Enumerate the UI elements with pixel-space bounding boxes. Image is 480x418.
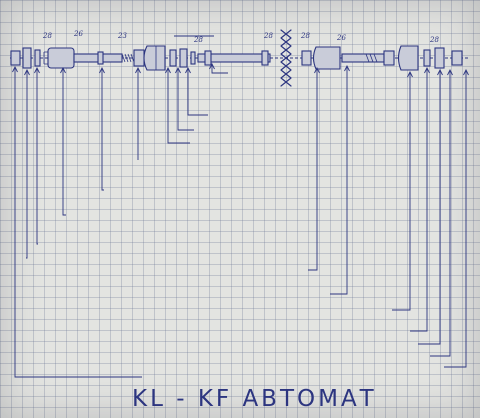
left-outer-cv-joint	[397, 45, 419, 71]
leader-arrow	[34, 66, 40, 74]
diagram-title: KL - KF АВТОМАТ	[132, 386, 377, 412]
shaft-number: 28	[263, 32, 273, 40]
leader-line	[308, 68, 318, 271]
leader-line	[14, 67, 142, 378]
leader-arrow	[99, 66, 105, 74]
leader-line	[187, 68, 208, 116]
leader-arrow	[209, 62, 215, 70]
leader-line	[392, 72, 411, 311]
left-spline	[383, 50, 395, 66]
leader-arrow	[12, 65, 18, 73]
leader-line	[36, 68, 38, 245]
leader-line	[330, 66, 348, 295]
leader-line	[62, 68, 66, 216]
leader-arrow	[175, 66, 181, 74]
shaft-spline-hatch	[121, 53, 135, 63]
hub-nut	[10, 50, 21, 66]
leader-arrow	[424, 66, 430, 74]
intermediate-flange-b	[261, 50, 269, 66]
leader-arrow	[407, 70, 413, 78]
tripod-bearing	[179, 48, 188, 68]
leader-arrow	[135, 66, 141, 74]
leader-arrow	[447, 68, 453, 76]
shaft-spline-right	[97, 51, 104, 65]
inner-spline-left	[301, 50, 312, 66]
leader-arrow	[344, 64, 350, 72]
leader-arrow	[463, 68, 469, 76]
intermediate-flange-a	[204, 50, 212, 66]
leader-line	[26, 70, 28, 259]
outer-cv-stub	[43, 51, 48, 65]
hub-seal	[34, 49, 41, 67]
left-hub-bearing	[434, 47, 445, 69]
left-inner-cv-joint	[312, 46, 341, 70]
leader-line	[430, 70, 451, 357]
left-hub-seal	[423, 49, 431, 67]
left-side-assembly	[301, 45, 463, 71]
tripod-joint	[143, 45, 166, 71]
leader-line	[167, 68, 190, 144]
inner-spline-right	[133, 49, 145, 67]
shaft-number: 28	[429, 36, 439, 44]
leader-arrow	[185, 66, 191, 74]
shaft-number: 28	[300, 32, 310, 40]
leader-arrow	[437, 68, 443, 76]
left-shaft-hatch	[365, 53, 378, 63]
leader-line	[101, 68, 104, 191]
leader-arrow	[165, 66, 171, 74]
shaft-number: 28	[193, 36, 203, 44]
left-drive-shaft	[341, 53, 385, 63]
leader-arrow	[24, 68, 30, 76]
shaft-number: 26	[336, 34, 346, 42]
tripod-seal	[169, 49, 177, 67]
leader-line	[418, 70, 441, 345]
shaft-numbers: 28 26 23 28 28 28 26 28	[42, 30, 439, 44]
leader-arrow	[314, 66, 320, 74]
leader-line	[410, 68, 428, 332]
leader-line	[211, 64, 228, 74]
leader-line	[177, 68, 194, 131]
leader-lines	[12, 62, 469, 378]
hub-bearing	[22, 47, 32, 69]
leader-line	[444, 70, 467, 368]
shaft-number: 23	[117, 32, 127, 40]
right-side-assembly	[10, 45, 271, 71]
intermediate-shaft	[197, 53, 271, 63]
shaft-number: 26	[73, 30, 83, 38]
gearbox-break-symbol	[280, 29, 292, 87]
shaft-number: 28	[42, 32, 52, 40]
leader-arrow	[60, 66, 66, 74]
outer-cv-joint	[47, 47, 75, 69]
left-hub-nut	[451, 50, 463, 66]
tripod-seal-2	[190, 51, 196, 65]
